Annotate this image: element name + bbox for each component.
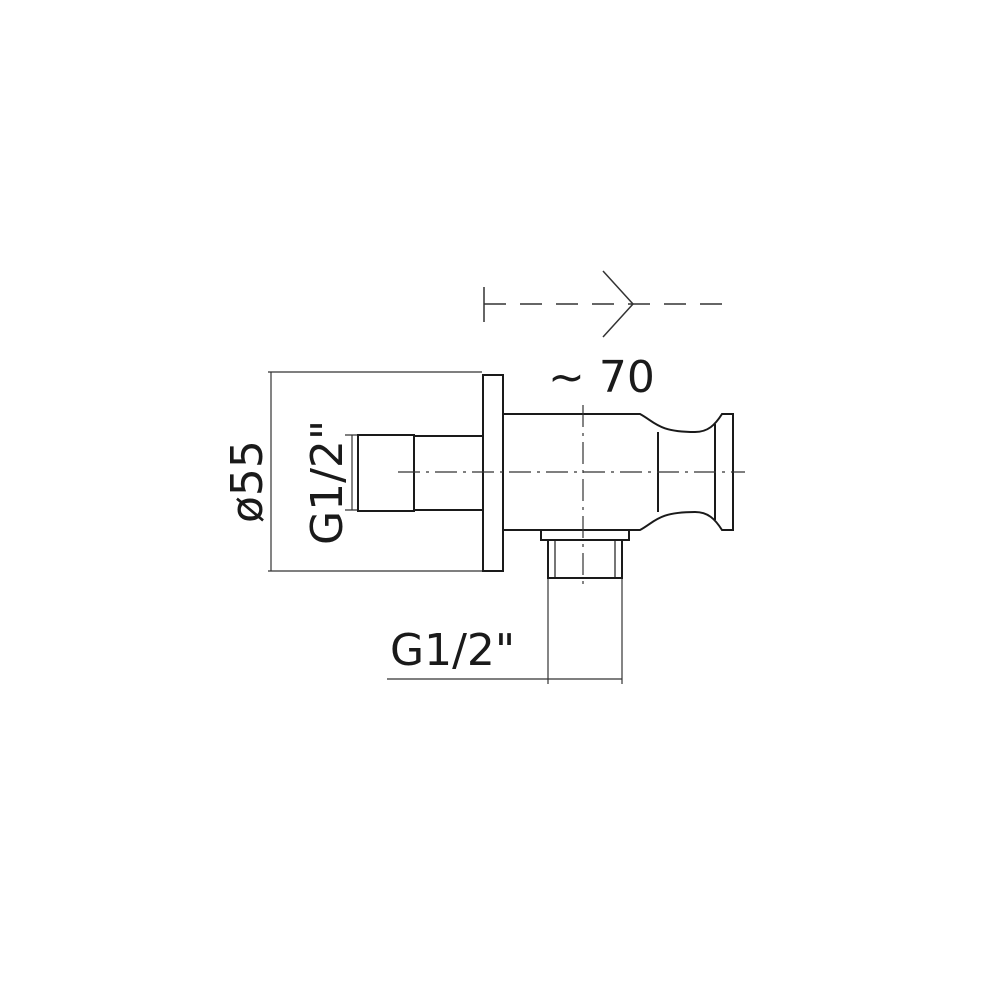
outlet-nut: [540, 529, 630, 541]
center-lines: [398, 405, 745, 590]
projection-arrow: [483, 270, 735, 338]
inlet-thread: [357, 434, 415, 512]
inlet-shank: [413, 435, 485, 511]
flange-diameter-label: ø55: [222, 440, 273, 523]
inlet-thread-label: G1/2": [302, 420, 353, 545]
outlet-thread: [547, 539, 623, 579]
diameter-dimension: [268, 371, 482, 572]
main-body: [502, 413, 734, 531]
fitting-body: [357, 374, 734, 579]
projection-label: ~ 70: [548, 352, 655, 403]
outlet-thread-label: G1/2": [390, 625, 515, 676]
outlet-thread-dimension: [387, 576, 623, 684]
wall-flange: [482, 374, 504, 572]
projection-arrow-head: [602, 270, 635, 338]
